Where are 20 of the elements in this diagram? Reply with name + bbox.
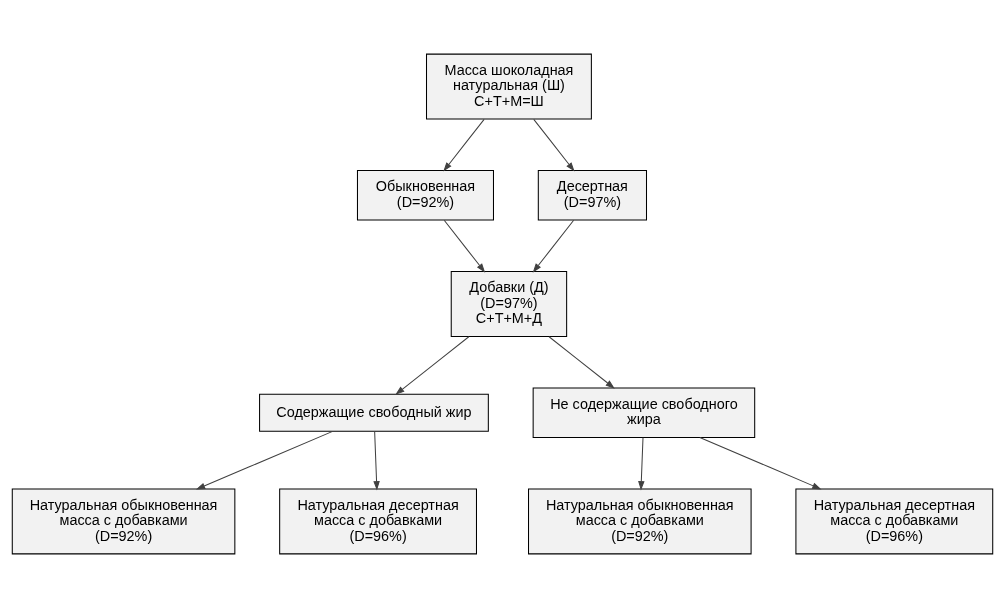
arrow (699, 437, 822, 490)
arrow (532, 219, 575, 273)
arrow (195, 430, 334, 490)
node-box: Натуральная обыкновенная масса с добавками (D=92%) (528, 488, 752, 555)
arrow (443, 118, 485, 172)
arrow (395, 336, 470, 395)
node-box: Масса шоколадная натуральная (Ш) С+Т+М=Ш (426, 53, 592, 120)
arrow (373, 430, 380, 491)
node-box: Натуральная десертная масса с добавками (D=96%) (279, 488, 477, 555)
arrow (548, 336, 615, 389)
node-box: Натуральная обыкновенная масса с добавками (D=92%) (11, 488, 236, 555)
arrow (443, 219, 486, 273)
node-box: Обыкновенная (D=92%) (356, 170, 494, 221)
node-box: Десертная (D=97%) (537, 170, 647, 221)
arrow (533, 118, 575, 172)
node-box: Содержащие свободный жир (259, 393, 489, 432)
arrow (638, 437, 645, 491)
node-box: Натуральная десертная масса с добавками (D=96%) (795, 488, 994, 555)
node-box: Не содержащие свободного жира (532, 387, 756, 438)
node-box: Добавки (Д) (D=97%) С+Т+М+Д (450, 271, 568, 337)
